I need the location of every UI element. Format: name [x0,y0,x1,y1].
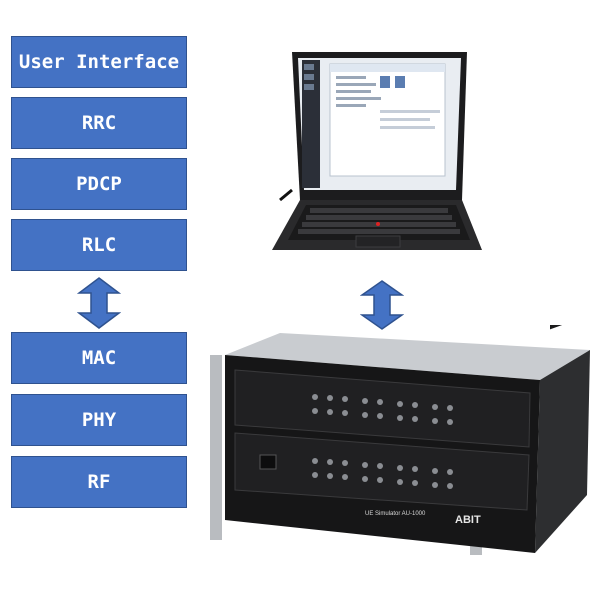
hardware-device: UE Simulator AU-1000 ABIT [210,325,590,555]
double-arrow-left-icon [77,277,121,329]
layer-mac: MAC [11,332,187,384]
layer-phy: PHY [11,394,187,446]
laptop-icon [272,52,482,250]
layer-rlc: RLC [11,219,187,271]
double-arrow-right-icon [360,280,404,330]
layer-pdcp: PDCP [11,158,187,210]
layer-rf: RF [11,456,187,508]
device-brand-logo: ABIT [455,514,481,526]
layer-rrc: RRC [11,97,187,149]
device-model-label: UE Simulator AU-1000 [365,511,426,517]
layer-user-interface: User Interface [11,36,187,88]
